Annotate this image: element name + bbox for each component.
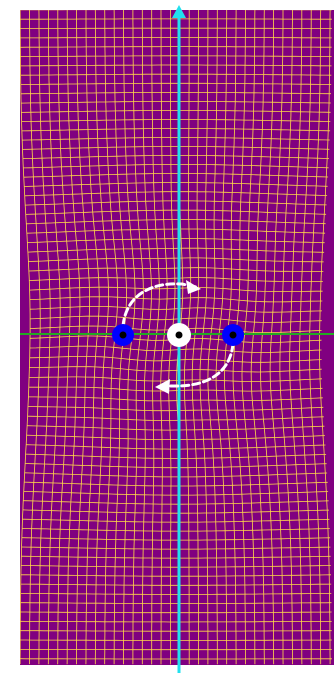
grid-line-horizontal <box>22 155 330 159</box>
grid-line-horizontal <box>21 565 331 568</box>
grid-line-horizontal <box>21 101 331 104</box>
grid-line-horizontal <box>23 164 329 169</box>
grid-line-horizontal <box>29 376 323 382</box>
grid-line-horizontal <box>22 146 330 150</box>
grid-line-horizontal <box>23 491 329 496</box>
grid-line-horizontal <box>21 537 331 541</box>
grid-line-horizontal <box>21 110 331 113</box>
grid-line-horizontal <box>20 92 331 95</box>
grid-line-horizontal <box>28 396 323 402</box>
right-pole <box>222 324 244 346</box>
left-pole <box>112 324 134 346</box>
grid-line-horizontal <box>20 64 332 67</box>
grid-line-horizontal <box>25 200 327 206</box>
grid-line-horizontal <box>20 37 332 39</box>
grid-line-horizontal <box>22 528 330 532</box>
grid-line-horizontal <box>26 219 326 225</box>
grid-line-horizontal <box>20 602 332 604</box>
grid-line-horizontal <box>29 356 322 363</box>
grid-line-horizontal <box>25 209 327 215</box>
grid-line-horizontal <box>20 611 332 614</box>
grid-line-horizontal <box>29 345 322 353</box>
grid-line-horizontal <box>27 425 325 431</box>
grid-line-horizontal <box>29 366 322 373</box>
grid-line-horizontal <box>21 128 331 132</box>
up-arrow-icon <box>172 5 186 18</box>
rotation-arrows <box>121 280 235 394</box>
grid-line-horizontal <box>24 182 328 187</box>
lower-rotation-arrow <box>160 342 235 388</box>
grid-line-horizontal <box>21 555 331 559</box>
grid-line-horizontal <box>28 406 324 412</box>
arrowhead-icon <box>155 379 170 394</box>
center-point <box>167 323 191 347</box>
grid-line-horizontal <box>26 434 325 440</box>
grid-line-horizontal <box>23 173 329 178</box>
grid-line-horizontal <box>20 46 332 48</box>
arrowhead-icon <box>186 280 201 294</box>
markers <box>112 323 244 347</box>
grid-line-horizontal <box>21 119 331 122</box>
grid-line-horizontal <box>28 386 323 392</box>
grid-line-horizontal <box>24 472 328 478</box>
grid-line-horizontal <box>22 137 330 141</box>
grid-line-horizontal <box>25 453 327 459</box>
grid-line-horizontal <box>20 73 332 76</box>
grid-line-horizontal <box>20 620 332 623</box>
grid-line-horizontal <box>20 593 332 595</box>
grid-line-horizontal <box>26 228 326 234</box>
grid-line-horizontal <box>27 415 324 421</box>
grid-line-horizontal <box>20 574 332 577</box>
grid-line-horizontal <box>20 630 332 632</box>
grid-line-horizontal <box>24 481 328 487</box>
grid-line-horizontal <box>21 546 331 550</box>
grid-line-horizontal <box>26 444 326 450</box>
grid-line-horizontal <box>20 55 332 57</box>
grid-line-horizontal <box>23 500 329 505</box>
grid-line-horizontal <box>22 518 330 523</box>
grid-line-horizontal <box>25 463 327 469</box>
grid-line-horizontal <box>24 191 328 197</box>
grid-line-horizontal <box>20 583 332 586</box>
upper-rotation-arrow <box>121 282 198 328</box>
grid-line-horizontal <box>20 82 332 85</box>
grid-line-horizontal <box>22 509 330 514</box>
